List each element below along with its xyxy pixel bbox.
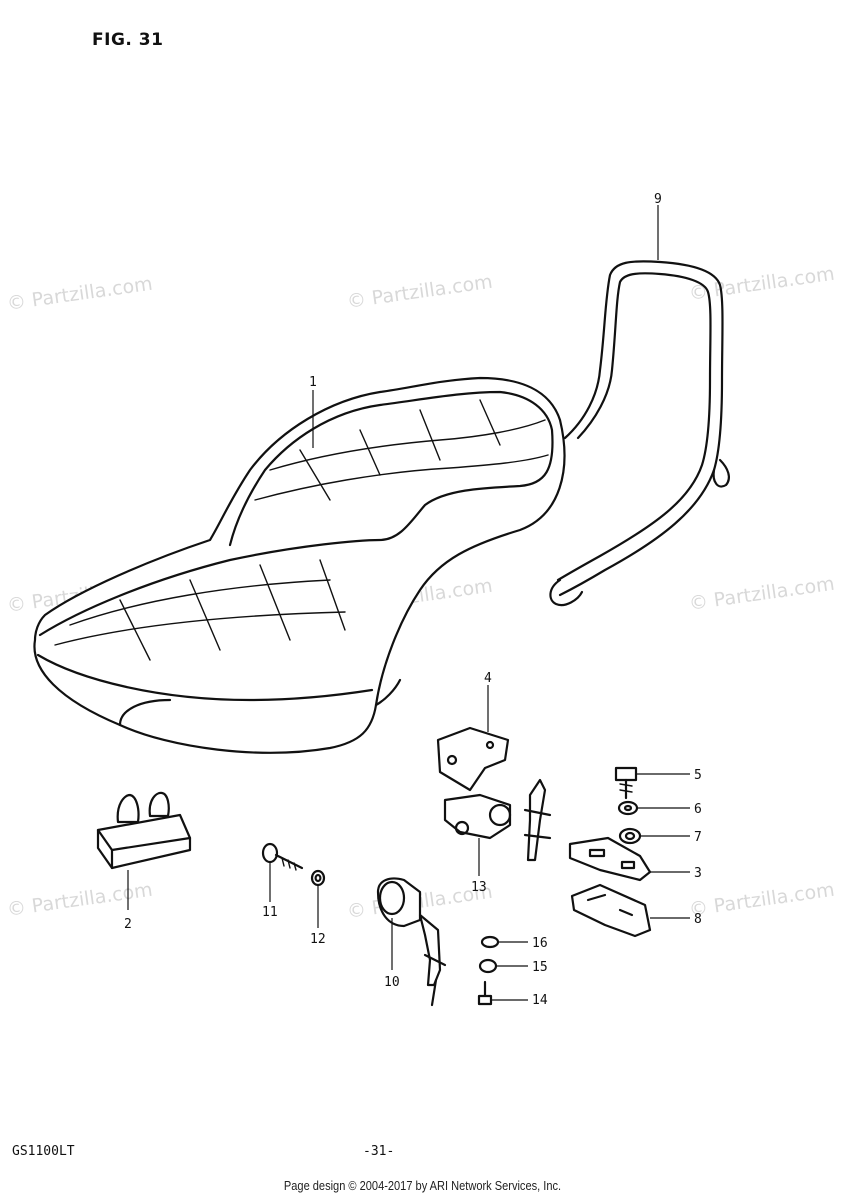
callout-labels: 1 2 3 4 5 6 7 8 9 10 11 12 13 14 15 16: [124, 192, 702, 1008]
callout-16: 16: [532, 936, 548, 951]
bolt-14[interactable]: [477, 980, 493, 1006]
callout-11: 11: [262, 905, 278, 920]
washer-12[interactable]: [310, 869, 326, 887]
figure-title: FIG. 31: [92, 30, 164, 50]
model-code: GS1100LT: [12, 1144, 75, 1159]
washer-16[interactable]: [480, 935, 500, 949]
rubber-cushion[interactable]: [96, 791, 192, 870]
nut-6[interactable]: [617, 800, 639, 816]
callout-13: 13: [471, 880, 487, 895]
watermark: © Partzilla.com: [688, 573, 836, 615]
callout-15: 15: [532, 960, 548, 975]
watermark: © Partzilla.com: [6, 273, 154, 315]
leader-lines: [127, 205, 690, 1001]
callout-5: 5: [694, 768, 702, 783]
plate-8[interactable]: [570, 883, 652, 938]
callout-7: 7: [694, 830, 702, 845]
callout-12: 12: [310, 932, 326, 947]
watermark: © Partzilla.com: [688, 879, 836, 921]
callout-3: 3: [694, 866, 702, 881]
plate-3[interactable]: [568, 836, 652, 882]
callout-8: 8: [694, 912, 702, 927]
callout-14: 14: [532, 993, 548, 1008]
bolt-11[interactable]: [261, 842, 304, 871]
callout-10: 10: [384, 975, 400, 990]
lock-cylinder[interactable]: [376, 877, 447, 1007]
lock-bracket[interactable]: [436, 726, 510, 792]
seat-lock[interactable]: [443, 778, 552, 862]
grab-rail[interactable]: [549, 260, 730, 607]
watermark: © Partzilla.com: [6, 879, 154, 921]
callout-9: 9: [654, 192, 662, 207]
callout-4: 4: [484, 671, 492, 686]
copyright-footer: Page design © 2004-2017 by ARI Network S…: [283, 1178, 562, 1193]
nut-15[interactable]: [478, 958, 498, 974]
callout-2: 2: [124, 917, 132, 932]
watermark: © Partzilla.com: [346, 271, 494, 313]
washer-7[interactable]: [618, 827, 642, 845]
callout-1: 1: [309, 375, 317, 390]
seat-assembly[interactable]: [33, 376, 566, 754]
bolt-5[interactable]: [614, 766, 638, 800]
callout-6: 6: [694, 802, 702, 817]
page-number: -31-: [363, 1144, 395, 1159]
